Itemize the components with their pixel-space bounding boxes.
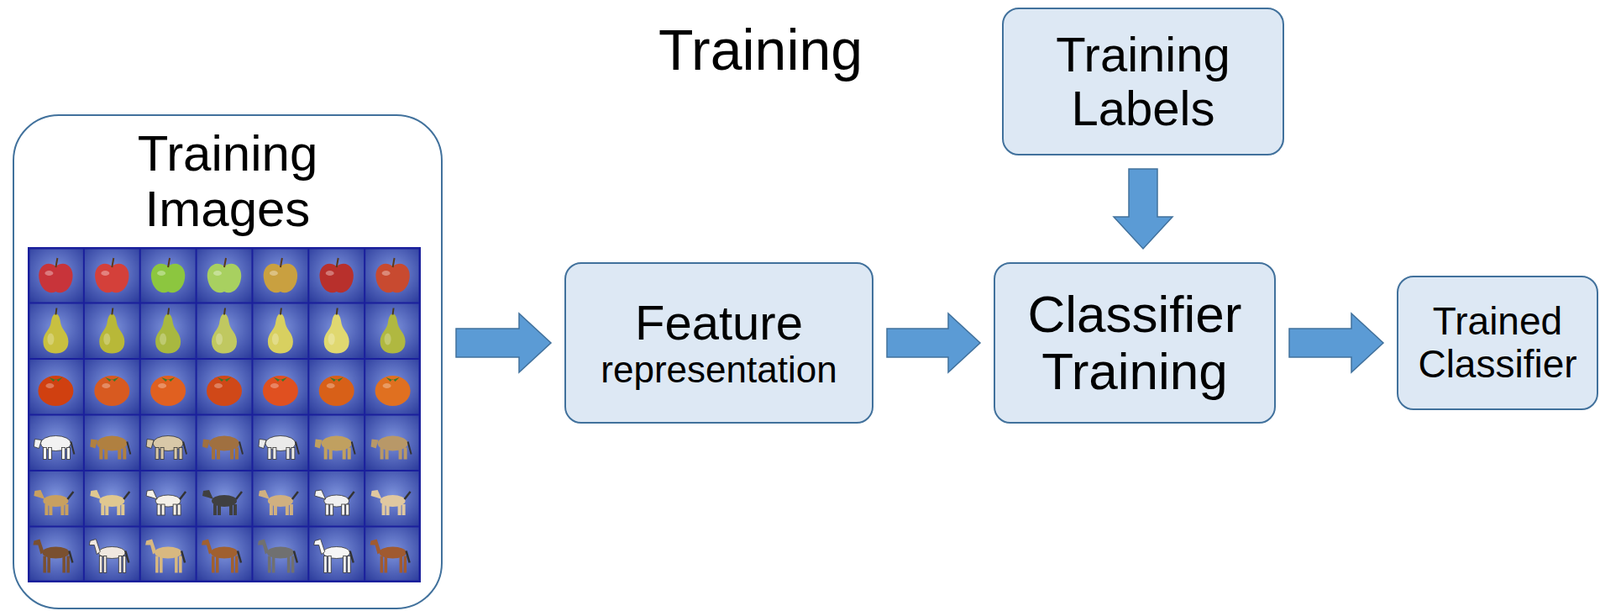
node-sublabel: representation <box>600 349 837 390</box>
image-set-box: Training Images <box>12 114 443 609</box>
training-image-grid <box>27 246 421 583</box>
node-label: Trained Classifier <box>1417 299 1577 385</box>
node-label: Feature <box>634 295 803 350</box>
node-label: Training Images <box>137 125 319 237</box>
node-label: Classifier Training <box>1028 285 1243 400</box>
block-arrow <box>456 313 551 373</box>
process-box: Trained Classifier <box>1396 275 1599 410</box>
process-box: Classifier Training <box>993 262 1276 424</box>
block-arrow <box>1113 168 1173 249</box>
block-arrow <box>1289 313 1384 373</box>
block-arrow <box>886 313 981 373</box>
process-box: Featurerepresentation <box>564 262 874 424</box>
diagram-title: Training <box>658 18 863 82</box>
process-box: Training Labels <box>1001 7 1285 156</box>
node-label: Training Labels <box>1055 27 1230 136</box>
